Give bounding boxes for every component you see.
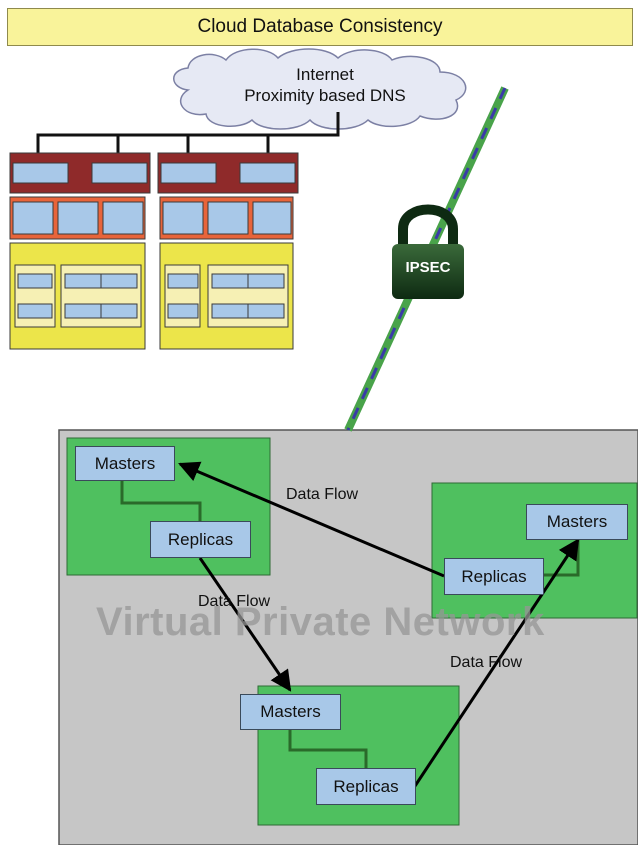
cloud-label-line1: Internet (296, 65, 354, 84)
masters-node-b: Masters (526, 504, 628, 540)
vpn-label: Virtual Private Network (96, 600, 545, 644)
data-flow-label-top: Data Flow (286, 486, 359, 503)
masters-node-a: Masters (75, 446, 175, 481)
cluster-a-link (120, 481, 202, 522)
cloud-label-line2: Proximity based DNS (244, 86, 406, 105)
data-flow-arrow-b-to-a (178, 461, 445, 578)
server-rack-1 (9, 152, 151, 350)
replicas-node-a: Replicas (150, 521, 251, 558)
cloud-icon (173, 48, 467, 130)
server-rack-2 (157, 152, 299, 350)
diagram-title: Cloud Database Consistency (7, 8, 633, 46)
data-flow-label-right: Data Flow (450, 654, 523, 671)
cloud-label: Internet Proximity based DNS (180, 64, 470, 106)
replicas-node-c: Replicas (316, 768, 416, 805)
lock-icon (392, 204, 464, 299)
data-flow-label-left: Data Flow (198, 593, 271, 610)
masters-node-c: Masters (240, 694, 341, 730)
replicas-node-b: Replicas (444, 558, 544, 595)
data-flow-arrow-c-to-b (413, 538, 580, 787)
ipsec-label: IPSEC (405, 259, 451, 276)
data-flow-arrow-a-to-c (198, 557, 292, 692)
cluster-c-link (288, 729, 368, 770)
